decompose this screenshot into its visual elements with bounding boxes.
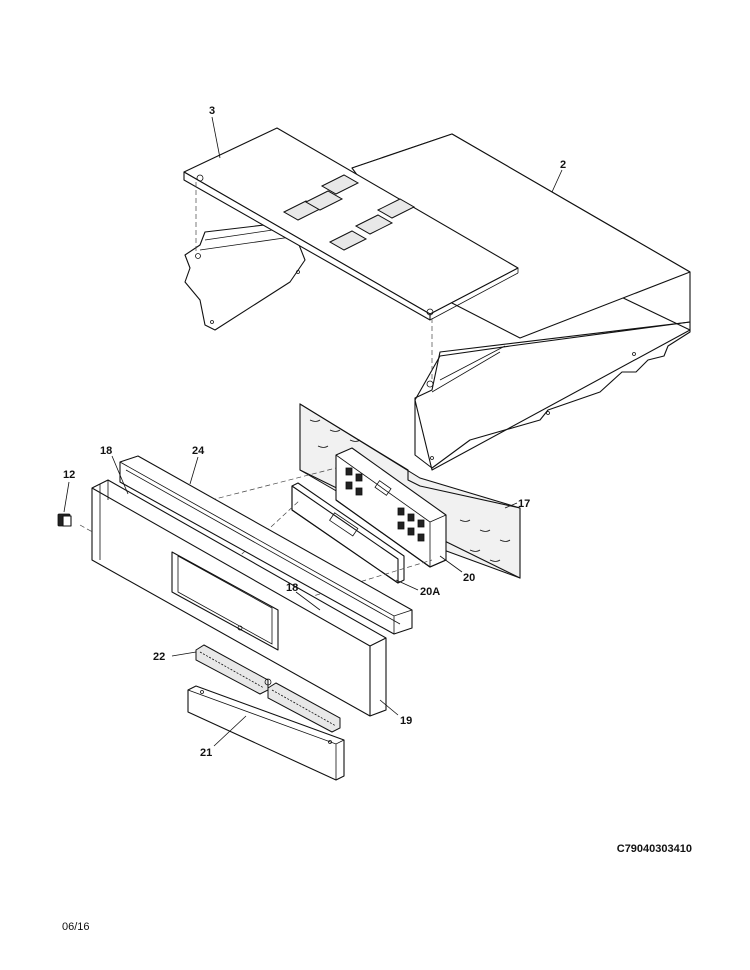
vent-slots (282, 174, 416, 251)
label-part-17: 17 (518, 498, 530, 510)
part-19-control-panel (91, 479, 387, 717)
leader-lines (63, 116, 563, 747)
part-labels: 3 2 12 18 24 17 20 20A 18 22 19 21 (63, 105, 566, 759)
label-part-12: 12 (63, 469, 75, 481)
keypad-buttons-right (397, 507, 425, 542)
part-22-connectors (195, 644, 341, 733)
label-part-21: 21 (200, 747, 212, 759)
label-part-18-upper: 18 (100, 445, 112, 457)
keypad-buttons-left (345, 467, 363, 496)
label-part-20a: 20A (420, 586, 440, 598)
part-20a-overlay (291, 482, 405, 584)
label-part-18-lower: 18 (286, 582, 298, 594)
part-12-switch (57, 513, 72, 527)
diagram-code: C79040303410 (616, 843, 692, 855)
revision-date: 06/16 (62, 921, 90, 933)
part-21-bottom-panel (187, 685, 345, 781)
label-part-22: 22 (153, 651, 165, 663)
label-part-24: 24 (192, 445, 205, 457)
label-part-3: 3 (209, 105, 215, 117)
alignment-lines-top (195, 182, 433, 382)
part-24-trim-rail (119, 455, 413, 635)
label-part-20: 20 (463, 572, 475, 584)
label-part-2: 2 (560, 159, 566, 171)
part-3-top-cover (183, 127, 519, 321)
label-part-19: 19 (400, 715, 412, 727)
